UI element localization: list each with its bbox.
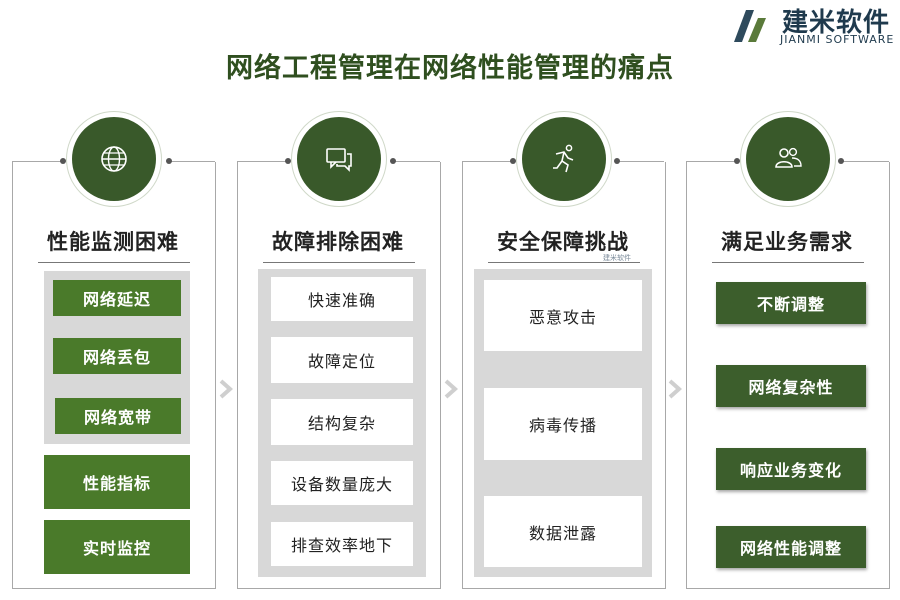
item-performance-tuning: 网络性能调整 (716, 526, 866, 568)
connector-dot (390, 158, 396, 164)
item-network-latency: 网络延迟 (53, 280, 181, 316)
panel-top-line (392, 161, 440, 162)
item-continuous-adjust: 不断调整 (716, 282, 866, 324)
column-heading-3: 安全保障挑战 (497, 229, 629, 254)
heading-underline (263, 262, 415, 263)
item-performance-metrics: 性能指标 (44, 455, 190, 509)
item-network-complexity: 网络复杂性 (716, 365, 866, 407)
item-low-efficiency: 排查效率地下 (271, 522, 413, 566)
panel-top-line (12, 161, 63, 162)
watermark-text: 建米软件 (603, 254, 631, 262)
connector-dot (166, 158, 172, 164)
brand-logo-icon (728, 6, 772, 46)
runner-icon (553, 144, 574, 173)
heading-underline (38, 262, 190, 263)
panel-top-line (686, 161, 737, 162)
brand-name-en: JIANMI SOFTWARE (780, 33, 895, 46)
column-icon-circle-3 (522, 117, 606, 201)
column-icon-circle-1 (72, 117, 156, 201)
item-fault-location: 故障定位 (271, 337, 413, 383)
connector-dot (510, 158, 516, 164)
heading-underline (488, 262, 640, 263)
panel-top-line (841, 161, 889, 162)
item-malicious-attack: 恶意攻击 (484, 280, 642, 351)
item-respond-business-change: 响应业务变化 (716, 448, 866, 490)
item-virus-spread: 病毒传播 (484, 388, 642, 460)
page-title: 网络工程管理在网络性能管理的痛点 (226, 53, 674, 84)
item-bandwidth: 网络宽带 (55, 398, 181, 434)
item-many-devices: 设备数量庞大 (271, 461, 413, 505)
column-heading-4: 满足业务需求 (721, 229, 853, 254)
connector-dot (60, 158, 66, 164)
chevron-right-icon (219, 379, 234, 399)
users-icon (775, 147, 802, 168)
item-complex-structure: 结构复杂 (271, 399, 413, 445)
item-fast-accurate: 快速准确 (271, 277, 413, 321)
panel-top-line (616, 161, 664, 162)
panel-top-line (168, 161, 215, 162)
connector-dot (838, 158, 844, 164)
connector-dot (614, 158, 620, 164)
heading-underline (712, 262, 864, 263)
item-packet-loss: 网络丢包 (53, 338, 181, 374)
item-realtime-monitoring: 实时监控 (44, 520, 190, 574)
chat-icon (326, 148, 352, 172)
column-icon-circle-4 (746, 117, 830, 201)
item-data-leak: 数据泄露 (484, 496, 642, 567)
chevron-right-icon (668, 379, 683, 399)
brand-name-cn: 建米软件 (782, 8, 891, 38)
connector-dot (285, 158, 291, 164)
globe-icon (101, 146, 127, 172)
panel-top-line (237, 161, 288, 162)
connector-dot (734, 158, 740, 164)
panel-top-line (462, 161, 513, 162)
column-heading-1: 性能监测困难 (47, 229, 179, 254)
column-heading-2: 故障排除困难 (272, 229, 404, 254)
column-icon-circle-2 (297, 117, 381, 201)
chevron-right-icon (444, 379, 459, 399)
